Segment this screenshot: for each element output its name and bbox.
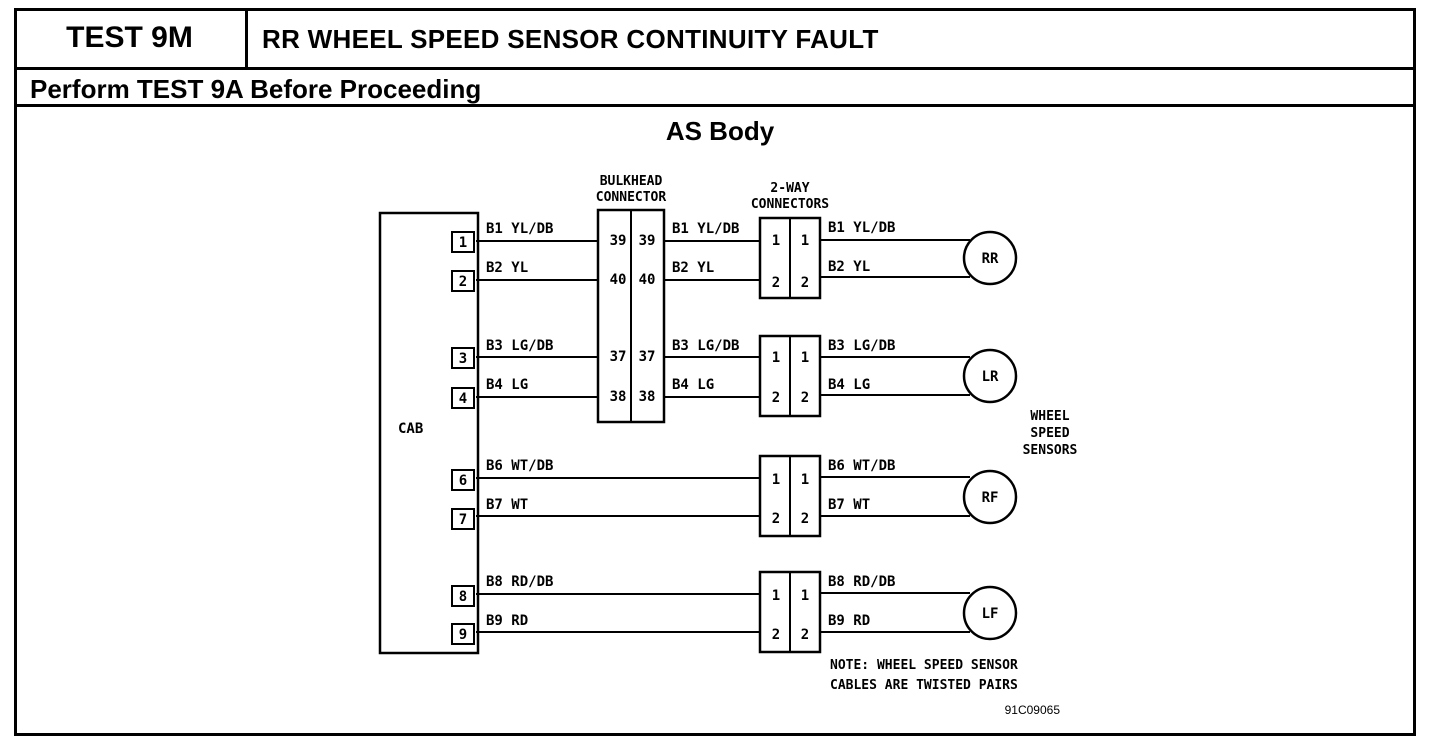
- wire-label: B7 WT: [828, 497, 870, 513]
- connector-pin: 2: [801, 511, 809, 527]
- wire-label: B1 YL/DB: [828, 220, 895, 236]
- bulkhead-pin: 37: [639, 349, 656, 365]
- wire-label: B6 WT/DB: [828, 458, 895, 474]
- connector-pin: 2: [772, 275, 780, 291]
- svg-text:4: 4: [459, 391, 467, 407]
- wire-label: B3 LG/DB: [486, 338, 553, 354]
- header-divider: [14, 67, 1416, 70]
- connector-pin: 2: [801, 275, 809, 291]
- cab-module: [378, 211, 480, 655]
- sensors-label-1: WHEEL: [1030, 409, 1069, 424]
- connector-pin: 1: [801, 472, 809, 488]
- connector-pin: 2: [772, 390, 780, 406]
- cab-pin: 1: [451, 231, 475, 253]
- wire-label: B1 YL/DB: [672, 221, 739, 237]
- note-line-2: CABLES ARE TWISTED PAIRS: [830, 678, 1018, 693]
- connector-pin: 1: [772, 472, 780, 488]
- cab-pin: 9: [451, 623, 475, 645]
- bulkhead-pin: 38: [610, 389, 627, 405]
- sensors-label-2: SPEED: [1030, 426, 1069, 441]
- svg-text:8: 8: [459, 589, 467, 605]
- connector-pin: 1: [801, 588, 809, 604]
- test-title: RR WHEEL SPEED SENSOR CONTINUITY FAULT: [262, 24, 879, 54]
- svg-text:7: 7: [459, 512, 467, 528]
- connector-pin: 1: [772, 233, 780, 249]
- connector-pin: 1: [772, 588, 780, 604]
- connector-pin: 2: [772, 511, 780, 527]
- svg-text:3: 3: [459, 351, 467, 367]
- wire-label: B4 LG: [672, 377, 714, 393]
- svg-text:6: 6: [459, 473, 467, 489]
- wire-label: B3 LG/DB: [828, 338, 895, 354]
- connector-pin: 1: [772, 350, 780, 366]
- bulkhead-pin: 38: [639, 389, 656, 405]
- sensors-label-3: SENSORS: [1023, 443, 1078, 458]
- cab-label: CAB: [398, 421, 423, 437]
- cab-pin: 2: [451, 270, 475, 292]
- diagram-frame: [14, 8, 1416, 736]
- cab-pin: 7: [451, 508, 475, 530]
- figure-id: 91C09065: [1005, 703, 1061, 717]
- wire-label: B6 WT/DB: [486, 458, 553, 474]
- bulkhead-pin: 39: [610, 233, 627, 249]
- cab-pin: 4: [451, 387, 475, 409]
- cab-pin: 8: [451, 585, 475, 607]
- svg-text:LR: LR: [982, 369, 999, 385]
- svg-text:9: 9: [459, 627, 467, 643]
- connector-pin: 2: [801, 627, 809, 643]
- connector-pin: 2: [772, 627, 780, 643]
- wire-label: B9 RD: [486, 613, 528, 629]
- wire-label: B4 LG: [828, 377, 870, 393]
- wire-label: B1 YL/DB: [486, 221, 553, 237]
- subheader-divider: [14, 104, 1416, 107]
- bulkhead-label-2: CONNECTOR: [596, 190, 667, 205]
- wire-label: B8 RD/DB: [486, 574, 553, 590]
- svg-text:RR: RR: [982, 251, 999, 267]
- wire-label: B2 YL: [828, 259, 870, 275]
- sensor-lf: LF: [962, 585, 1018, 641]
- prerequisite-note: Perform TEST 9A Before Proceeding: [30, 74, 482, 104]
- bulkhead-pin: 39: [639, 233, 656, 249]
- bulkhead-pin: 40: [610, 272, 627, 288]
- bulkhead-pin: 40: [639, 272, 656, 288]
- wire-label: B9 RD: [828, 613, 870, 629]
- sensor-lr: LR: [962, 348, 1018, 404]
- svg-text:LF: LF: [982, 606, 999, 622]
- svg-text:RF: RF: [982, 490, 999, 506]
- svg-text:1: 1: [459, 235, 467, 251]
- svg-text:2: 2: [459, 274, 467, 290]
- twoway-label-1: 2-WAY: [770, 181, 809, 196]
- twoway-label-2: CONNECTORS: [751, 197, 829, 212]
- connector-pin: 1: [801, 233, 809, 249]
- note-line-1: NOTE: WHEEL SPEED SENSOR: [830, 658, 1018, 673]
- wire-label: B2 YL: [672, 260, 714, 276]
- sensor-rf: RF: [962, 469, 1018, 525]
- sensor-rr: RR: [962, 230, 1018, 286]
- wire-label: B7 WT: [486, 497, 528, 513]
- cab-pin: 3: [451, 347, 475, 369]
- bulkhead-pin: 37: [610, 349, 627, 365]
- connector-pin: 2: [801, 390, 809, 406]
- cab-pin: 6: [451, 469, 475, 491]
- wire-label: B8 RD/DB: [828, 574, 895, 590]
- wire-label: B4 LG: [486, 377, 528, 393]
- wire-label: B3 LG/DB: [672, 338, 739, 354]
- body-label: AS Body: [665, 116, 775, 146]
- bulkhead-label-1: BULKHEAD: [600, 174, 663, 189]
- wire-label: B2 YL: [486, 260, 528, 276]
- connector-pin: 1: [801, 350, 809, 366]
